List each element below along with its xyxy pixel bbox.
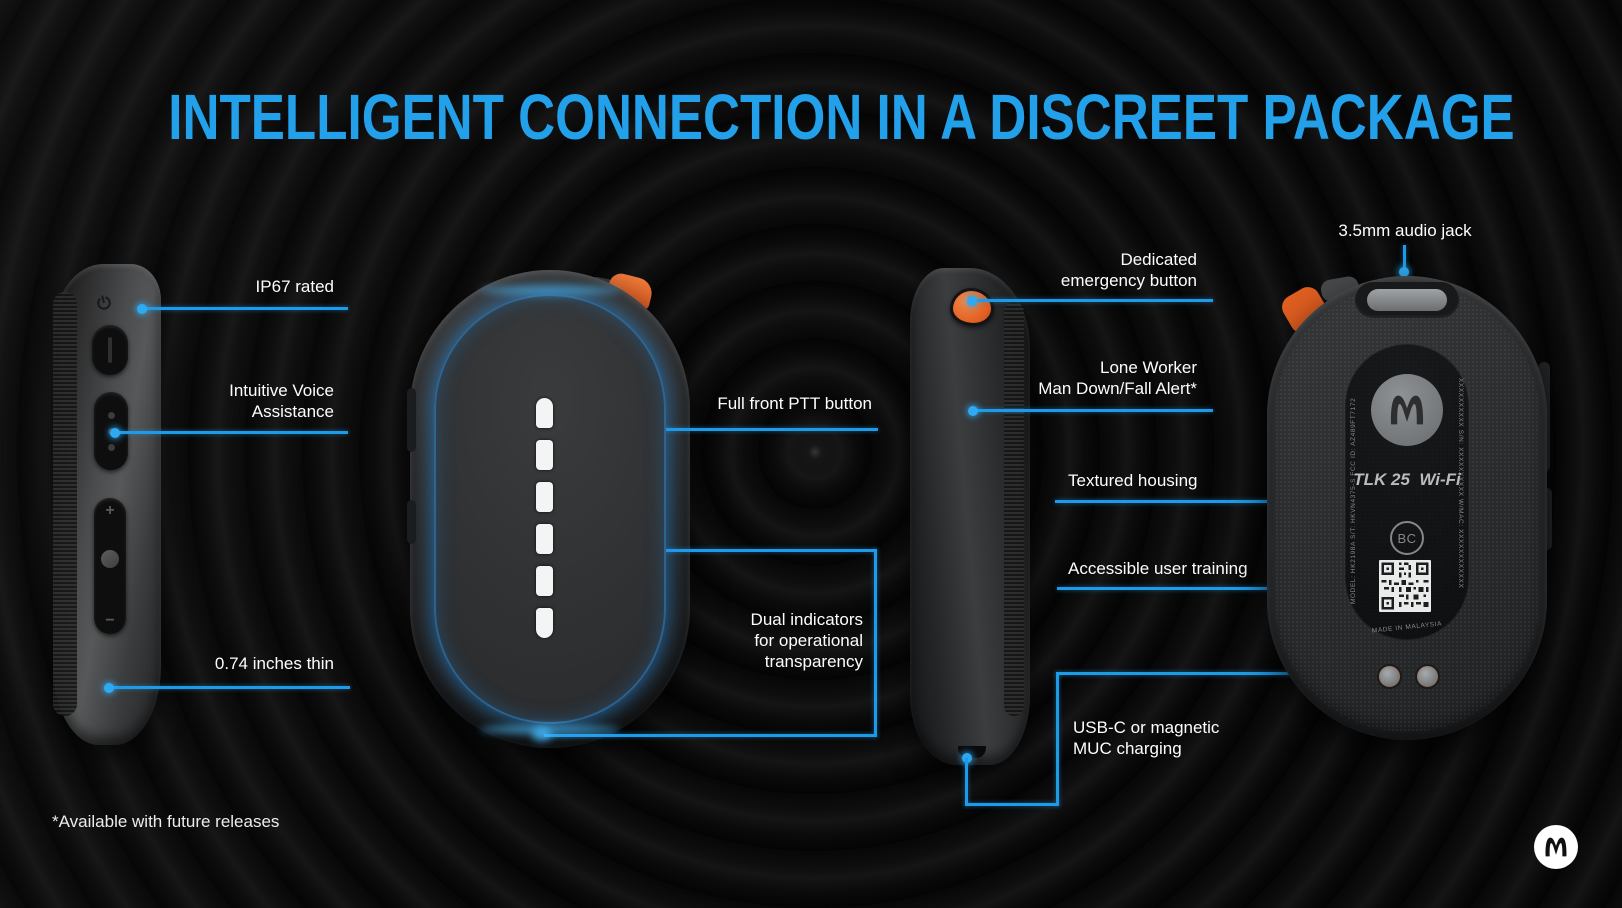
callout-charging-line-top: [1056, 672, 1405, 675]
charging-contact: [1377, 664, 1402, 689]
callout-thin-dot: [104, 683, 114, 693]
side-ptt-button: [92, 325, 128, 375]
callout-training-label: Accessible user training: [1068, 559, 1248, 578]
callout-emergency-dot: [967, 296, 977, 306]
button-dot: [107, 411, 115, 419]
audio-jack-port: [1355, 282, 1459, 318]
callout-ip67-label: IP67 rated: [255, 277, 334, 296]
callout-lone-worker-label: Lone Worker Man Down/Fall Alert*: [1038, 358, 1197, 398]
callout-ptt-label: Full front PTT button: [717, 394, 872, 413]
callout-audio-jack-dot: [1399, 267, 1409, 277]
callout-charging-line-rise: [1056, 672, 1059, 806]
callout-thin-label: 0.74 inches thin: [214, 654, 334, 673]
device-front-view: [407, 270, 690, 748]
led-ring-bottom-glow: [480, 725, 620, 734]
page-title: INTELLIGENT CONNECTION IN A DISCREET PAC…: [168, 81, 1515, 153]
volume-rocker: + −: [94, 498, 126, 634]
callout-audio-jack-line: [1403, 245, 1406, 271]
callout-voice-dot: [110, 428, 120, 438]
callout-emergency-label: Dedicated emergency button: [1060, 250, 1197, 290]
callout-voice-label: Intuitive Voice Assistance: [229, 381, 334, 421]
product-name: TLK 25 Wi-Fi: [1353, 470, 1461, 489]
speaker-indicator-strip: [536, 398, 553, 638]
power-icon: [97, 295, 111, 310]
motorola-badge: [1371, 374, 1443, 446]
motorola-batwing-icon: [1390, 395, 1424, 425]
callout-charging-line-drop: [965, 758, 968, 806]
textured-edge: [53, 292, 77, 716]
charging-contact: [1415, 664, 1440, 689]
bc-certification-mark: BC: [1390, 521, 1424, 555]
speaker-slot: [536, 440, 553, 470]
callout-audio-jack-label: 3.5mm audio jack: [1338, 221, 1472, 240]
callout-charging-line-bottom: [965, 803, 1059, 806]
model-microtext: MODEL: HK2198A S/T: HKVN4375-S FCC ID: A…: [1350, 397, 1357, 604]
callout-voice-line: [115, 431, 348, 434]
callout-training-line: [1057, 587, 1408, 590]
callout-dual-line-bottom: [544, 734, 877, 737]
device-back-view: TLK 25 Wi-Fi BC MODEL: HK2198: [1267, 274, 1552, 740]
side-button-bump: [407, 500, 416, 544]
callout-textured-label: Textured housing: [1068, 471, 1198, 490]
speaker-slot: [536, 398, 553, 428]
motorola-logo-badge: [1534, 825, 1578, 869]
callout-emergency-line: [972, 299, 1213, 302]
volume-down-icon: −: [105, 612, 115, 629]
side-button-bump: [1542, 488, 1552, 550]
callout-thin-line: [109, 686, 350, 689]
device-side-view-right: [910, 268, 1030, 765]
side-button-bump: [407, 388, 416, 452]
speaker-slot: [536, 608, 553, 638]
rocker-slider: [101, 550, 119, 568]
callout-lone-worker-dot: [968, 406, 978, 416]
serial-microtext: XXXXXXXXXX S/N: XXXXXXXXXX W/MAC: XXXXXX…: [1457, 378, 1464, 589]
footnote: *Available with future releases: [52, 812, 280, 831]
device-side-view-left: + −: [53, 264, 165, 745]
callout-charging-label: USB-C or magnetic MUC charging: [1073, 718, 1220, 758]
callout-dual-indicators-label: Dual indicators for operational transpar…: [750, 610, 863, 671]
led-ring-top-glow: [480, 286, 620, 295]
callout-ip67-dot: [137, 304, 147, 314]
qr-code: [1379, 560, 1431, 612]
emergency-button: [950, 288, 994, 326]
callout-dual-line-right: [874, 549, 877, 737]
button-dot: [107, 443, 115, 451]
callout-dual-line-top: [542, 549, 877, 552]
volume-up-icon: +: [105, 502, 115, 519]
motorola-batwing-icon: [1545, 837, 1567, 857]
textured-edge: [1004, 302, 1024, 716]
speaker-slot: [536, 524, 553, 554]
speaker-slot: [536, 482, 553, 512]
back-label-area: TLK 25 Wi-Fi BC MODEL: HK2198: [1345, 344, 1469, 640]
callout-ip67-line: [142, 307, 348, 310]
speaker-slot: [536, 566, 553, 596]
callout-ptt-line: [607, 428, 878, 431]
callout-lone-worker-line: [973, 409, 1213, 412]
callout-textured-line: [1055, 500, 1323, 503]
